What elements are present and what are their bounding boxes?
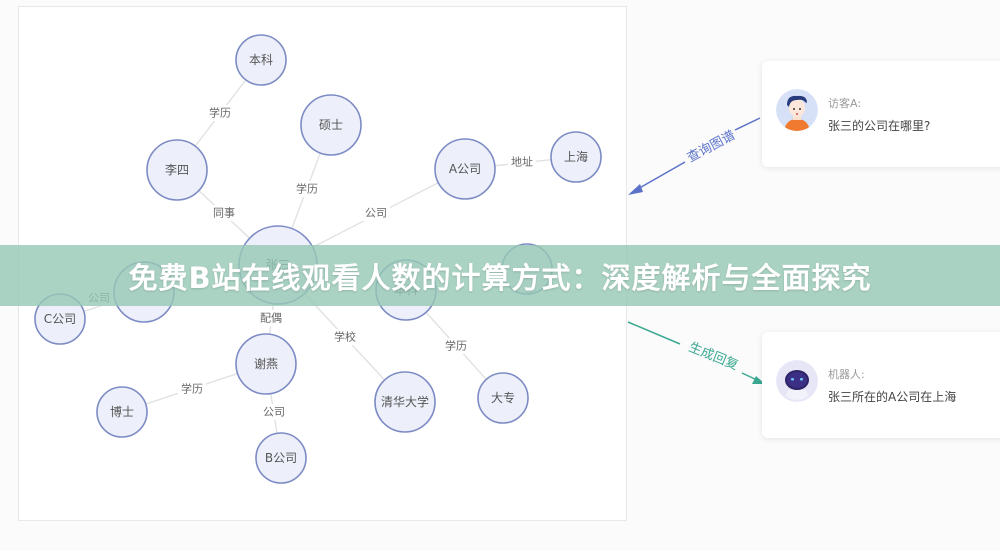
- query-graph-arrow: 查询图谱: [628, 117, 761, 195]
- node-label: 大专: [491, 390, 515, 405]
- node-label: 谢燕: [254, 356, 278, 371]
- edge-label: 学历: [209, 106, 231, 120]
- visitor-name: 访客A:: [828, 97, 862, 110]
- edge-label: 学校: [334, 330, 356, 344]
- graph-node-bcompany[interactable]: B公司: [255, 432, 307, 484]
- node-label: B公司: [265, 451, 297, 465]
- graph-node-boshi[interactable]: 博士: [96, 386, 148, 438]
- visitor-message-card: 访客A: 张三的公司在哪里?: [762, 61, 1000, 167]
- graph-node-shanghai[interactable]: 上海: [550, 131, 602, 183]
- edge-label: 学历: [181, 382, 203, 396]
- generate-reply-label: 生成回复: [686, 340, 740, 373]
- graph-node-lisi[interactable]: 李四: [146, 139, 208, 201]
- node-label: 博士: [110, 404, 134, 419]
- edge-label: 公司: [263, 406, 285, 419]
- generate-reply-arrow: 生成回复: [627, 321, 765, 384]
- graph-node-xieyan[interactable]: 谢燕: [235, 333, 297, 395]
- edge-label: 配偶: [260, 312, 282, 325]
- query-graph-label: 查询图谱: [685, 128, 738, 166]
- node-label: 李四: [165, 162, 189, 177]
- graph-node-benke[interactable]: 本科: [235, 34, 287, 86]
- edge-label: 学历: [445, 339, 467, 353]
- node-label: 上海: [564, 149, 588, 164]
- robot-avatar-icon: [776, 360, 818, 402]
- edge-label: 学历: [296, 182, 318, 196]
- edge-label: 同事: [213, 207, 235, 220]
- arrowhead-icon: [752, 376, 765, 384]
- visitor-message: 张三的公司在哪里?: [828, 119, 931, 133]
- graph-node-shuoshi[interactable]: 硕士: [300, 94, 362, 156]
- graph-node-dazhuan[interactable]: 大专: [477, 372, 529, 424]
- arrowhead-icon: [628, 184, 643, 195]
- edge-label: 地址: [511, 155, 533, 169]
- graph-node-qinghua[interactable]: 清华大学: [374, 371, 436, 433]
- node-label: 本科: [249, 53, 273, 67]
- robot-message-card: 机器人: 张三所在的A公司在上海: [762, 332, 1000, 438]
- robot-name: 机器人:: [828, 368, 865, 381]
- node-label: 清华大学: [381, 394, 429, 409]
- robot-message: 张三所在的A公司在上海: [828, 390, 957, 404]
- page-title: 免费B站在线观看人数的计算方式：深度解析与全面探究: [128, 260, 872, 295]
- node-label: C公司: [44, 312, 76, 326]
- title-banner: 免费B站在线观看人数的计算方式：深度解析与全面探究: [0, 245, 1000, 306]
- graph-node-ccompany[interactable]: C公司: [34, 293, 86, 345]
- visitor-avatar-icon: [776, 89, 818, 131]
- edge-label: 公司: [365, 207, 387, 220]
- node-label: A公司: [449, 162, 481, 176]
- graph-node-acompany[interactable]: A公司: [434, 138, 496, 200]
- node-label: 硕士: [319, 118, 343, 132]
